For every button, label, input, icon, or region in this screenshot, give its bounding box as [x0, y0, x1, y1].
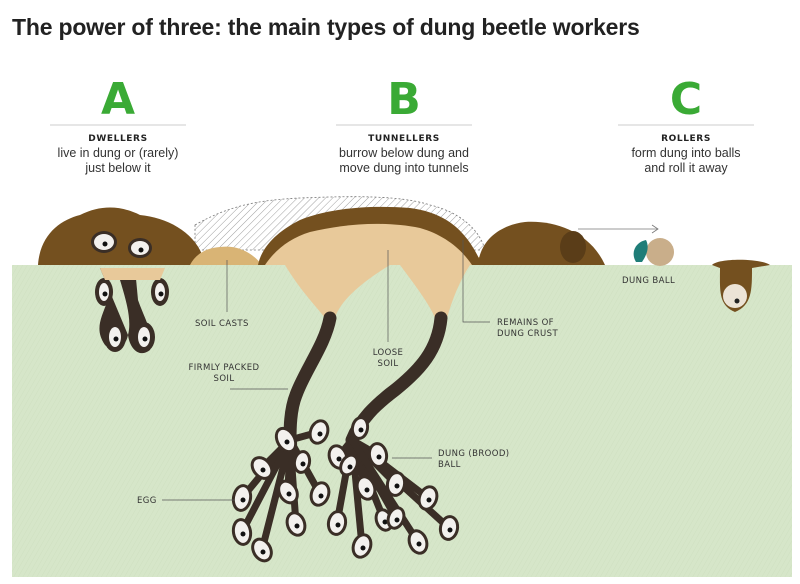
dung-pile-rollers	[478, 221, 605, 265]
loose-soil-branch	[285, 265, 390, 318]
egg-dot	[360, 545, 366, 551]
egg-dot	[335, 522, 341, 528]
soil-casts	[190, 246, 262, 265]
leader-lines	[162, 240, 490, 501]
egg-dot	[102, 291, 108, 297]
egg-dot	[364, 487, 370, 493]
page-title: The power of three: the main types of du…	[12, 14, 640, 40]
type-name: ROLLERS	[661, 134, 711, 144]
egg-dot	[376, 454, 382, 460]
egg-dot	[318, 493, 324, 499]
ball-cavity	[560, 231, 586, 263]
type-desc-line1: form dung into balls	[631, 146, 740, 160]
egg-dot	[394, 483, 400, 489]
egg-dot	[142, 336, 148, 342]
egg-dot	[358, 427, 364, 433]
egg-dot	[113, 336, 119, 342]
loose-soil-branch	[400, 265, 470, 318]
egg-dot	[300, 461, 306, 467]
type-a-header: A DWELLERS live in dung or (rarely) just…	[50, 74, 186, 175]
arrow-head-icon	[651, 224, 659, 234]
label-remains-2: DUNG CRUST	[497, 329, 558, 339]
tunnel-branch	[238, 436, 294, 536]
egg-dot	[158, 291, 164, 297]
buried-dung-ball	[723, 284, 747, 308]
letter-c: C	[670, 74, 702, 125]
type-name: TUNNELLERS	[368, 134, 440, 144]
loose-soil-mound	[265, 223, 472, 265]
label-egg: EGG	[137, 496, 157, 506]
egg-dot	[734, 298, 740, 304]
egg-dot	[286, 491, 292, 497]
letter-b: B	[387, 74, 421, 125]
label-soil-casts: SOIL CASTS	[195, 319, 249, 329]
label-dung-ball: DUNG BALL	[622, 276, 675, 286]
type-b-header: B TUNNELLERS burrow below dung and move …	[336, 74, 472, 175]
egg-dot	[240, 531, 246, 537]
type-desc-line1: live in dung or (rarely)	[58, 146, 179, 160]
label-brood-1: DUNG (BROOD)	[438, 449, 510, 459]
egg-dot	[447, 527, 453, 533]
tunnel-left	[283, 311, 337, 447]
label-loose-2: SOIL	[378, 359, 399, 369]
brood-balls	[231, 416, 460, 563]
egg-dot	[294, 523, 300, 529]
egg-dot	[347, 464, 353, 470]
label-firm-2: SOIL	[214, 374, 235, 384]
type-desc-line2: and roll it away	[644, 161, 728, 175]
dung-ball	[646, 238, 674, 266]
dung-pile-dwellers	[38, 207, 205, 265]
egg-dot	[416, 541, 422, 547]
egg-dot	[426, 497, 432, 503]
tunnel-branch	[333, 436, 356, 527]
letter-a: A	[101, 74, 135, 125]
type-desc-line2: just below it	[84, 161, 151, 175]
tunnel-branch	[348, 436, 422, 546]
type-desc-line1: burrow below dung and	[339, 146, 469, 160]
label-loose-1: LOOSE	[373, 348, 404, 358]
roller-beetle-icon	[633, 240, 648, 262]
type-name: DWELLERS	[88, 134, 147, 144]
egg-dot	[284, 439, 290, 445]
type-c-header: C ROLLERS form dung into balls and roll …	[618, 74, 754, 175]
label-firm-1: FIRMLY PACKED	[188, 363, 259, 373]
egg-dot	[260, 549, 266, 555]
egg-dot	[138, 247, 144, 253]
egg-dot	[336, 456, 342, 462]
egg-dot	[260, 467, 266, 473]
egg-dot	[382, 519, 388, 525]
egg-dot	[102, 241, 108, 247]
type-desc-line2: move dung into tunnels	[339, 161, 468, 175]
tunnel-branch	[258, 436, 294, 554]
tunnel-branch	[286, 436, 300, 528]
egg-dot	[317, 431, 323, 437]
egg-dot	[240, 497, 246, 503]
dweller-eggs	[91, 231, 168, 350]
egg-dot	[394, 517, 400, 523]
label-remains-1: REMAINS OF	[497, 318, 554, 328]
label-brood-2: BALL	[438, 460, 461, 470]
